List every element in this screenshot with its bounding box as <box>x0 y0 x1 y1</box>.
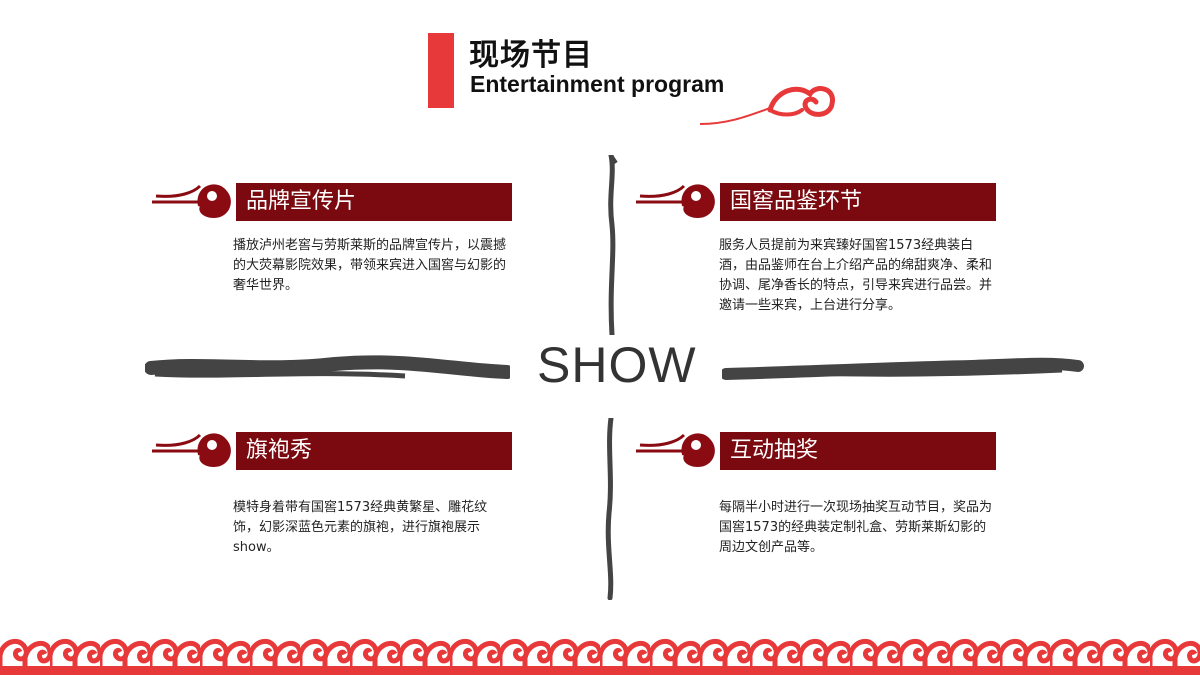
ink-stroke-horizontal-left <box>145 355 510 379</box>
section-title-tasting: 国窖品鉴环节 <box>720 183 996 221</box>
header-accent-bar <box>428 33 454 108</box>
ink-stroke-horizontal-right <box>722 357 1084 380</box>
cloud-pattern-border <box>0 628 1200 675</box>
auspicious-cloud-icon <box>699 86 835 125</box>
section-body-tasting: 服务人员提前为来宾臻好国窖1573经典装白酒，由品鉴师在台上介绍产品的绵甜爽净、… <box>719 238 993 313</box>
section-title-qipao-show: 旗袍秀 <box>236 432 512 470</box>
page-title: 现场节目 <box>469 38 593 73</box>
ink-stroke-vertical-top <box>608 155 618 335</box>
cloud-icon <box>636 433 715 467</box>
cloud-icon <box>636 184 715 218</box>
center-show-label: SHOW <box>537 337 697 393</box>
cloud-icon <box>152 433 231 467</box>
section-body-qipao-show: 模特身着带有国窖1573经典黄繁星、雕花纹饰，幻影深蓝色元素的旗袍，进行旗袍展示… <box>233 500 488 555</box>
section-title-lucky-draw: 互动抽奖 <box>720 432 996 470</box>
section-title-brand-video: 品牌宣传片 <box>236 183 512 221</box>
page-subtitle: Entertainment program <box>470 71 725 97</box>
cloud-icon <box>152 184 231 218</box>
section-body-brand-video: 播放泸州老窖与劳斯莱斯的品牌宣传片，以震撼的大荧幕影院效果，带领来宾进入国窖与幻… <box>233 238 507 293</box>
section-body-lucky-draw: 每隔半小时进行一次现场抽奖互动节目，奖品为国窖1573的经典装定制礼盒、劳斯莱斯… <box>719 500 993 555</box>
ink-stroke-vertical-bottom <box>605 418 614 600</box>
